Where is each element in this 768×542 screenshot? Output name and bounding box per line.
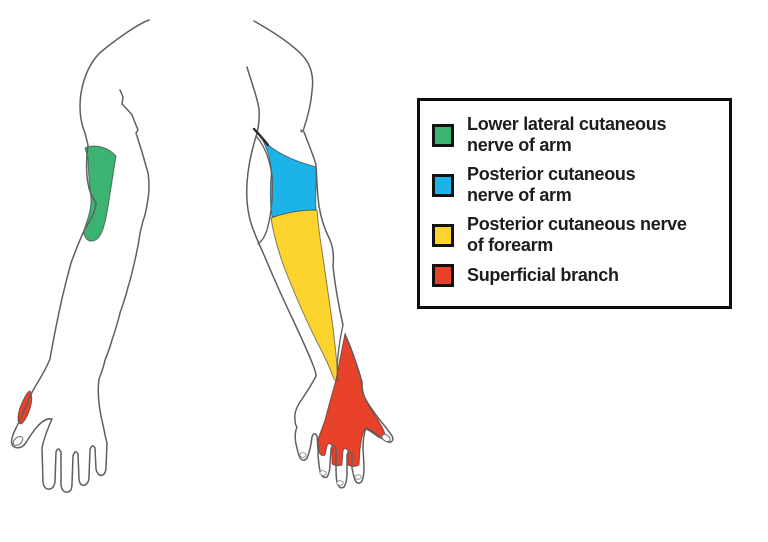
- blue-swatch: [432, 173, 454, 197]
- right-arm-medial-upper-outline: [253, 20, 314, 133]
- legend-label: Posterior cutaneous nerve of forearm: [467, 214, 687, 255]
- red-swatch: [432, 264, 454, 287]
- green-swatch: [432, 123, 454, 147]
- region-posterior-cutaneous-nerve-of-arm: [261, 138, 317, 218]
- legend-label: Superficial branch: [467, 265, 619, 285]
- left-arm-outline: [10, 19, 150, 493]
- right-ring-nail: [319, 470, 327, 476]
- elbow-fold-crease: [252, 127, 270, 147]
- wrist-ulnar-line: [336, 324, 344, 382]
- legend-item-lower-lateral-cutaneous-nerve-of-arm: Lower lateral cutaneous nerve of arm: [432, 114, 719, 156]
- right-index-nail: [354, 474, 362, 480]
- elbow-olecranon-contour: [256, 136, 274, 245]
- left-arm-group: [10, 19, 150, 493]
- legend-label: Posterior cutaneous nerve of arm: [467, 164, 636, 205]
- legend-box: Lower lateral cutaneous nerve of arm Pos…: [417, 98, 732, 309]
- region-lower-lateral-cutaneous-nerve-of-arm: [83, 145, 117, 242]
- yellow-swatch: [432, 223, 454, 247]
- right-arm-medial-lower-outline: [303, 131, 344, 326]
- right-arm-group: [246, 20, 394, 489]
- right-hand-outline: [294, 333, 394, 489]
- right-pinky-nail: [299, 452, 307, 458]
- left-thumb-nail: [12, 436, 24, 446]
- legend-item-posterior-cutaneous-nerve-of-arm: Posterior cutaneous nerve of arm: [432, 164, 719, 206]
- right-arm-lateral-outline: [246, 66, 317, 377]
- right-thumb-nail: [381, 433, 391, 443]
- legend-item-superficial-branch: Superficial branch: [432, 264, 719, 287]
- right-middle-nail: [336, 480, 344, 486]
- legend-item-posterior-cutaneous-nerve-of-forearm: Posterior cutaneous nerve of forearm: [432, 214, 719, 256]
- legend-label: Lower lateral cutaneous nerve of arm: [467, 114, 667, 155]
